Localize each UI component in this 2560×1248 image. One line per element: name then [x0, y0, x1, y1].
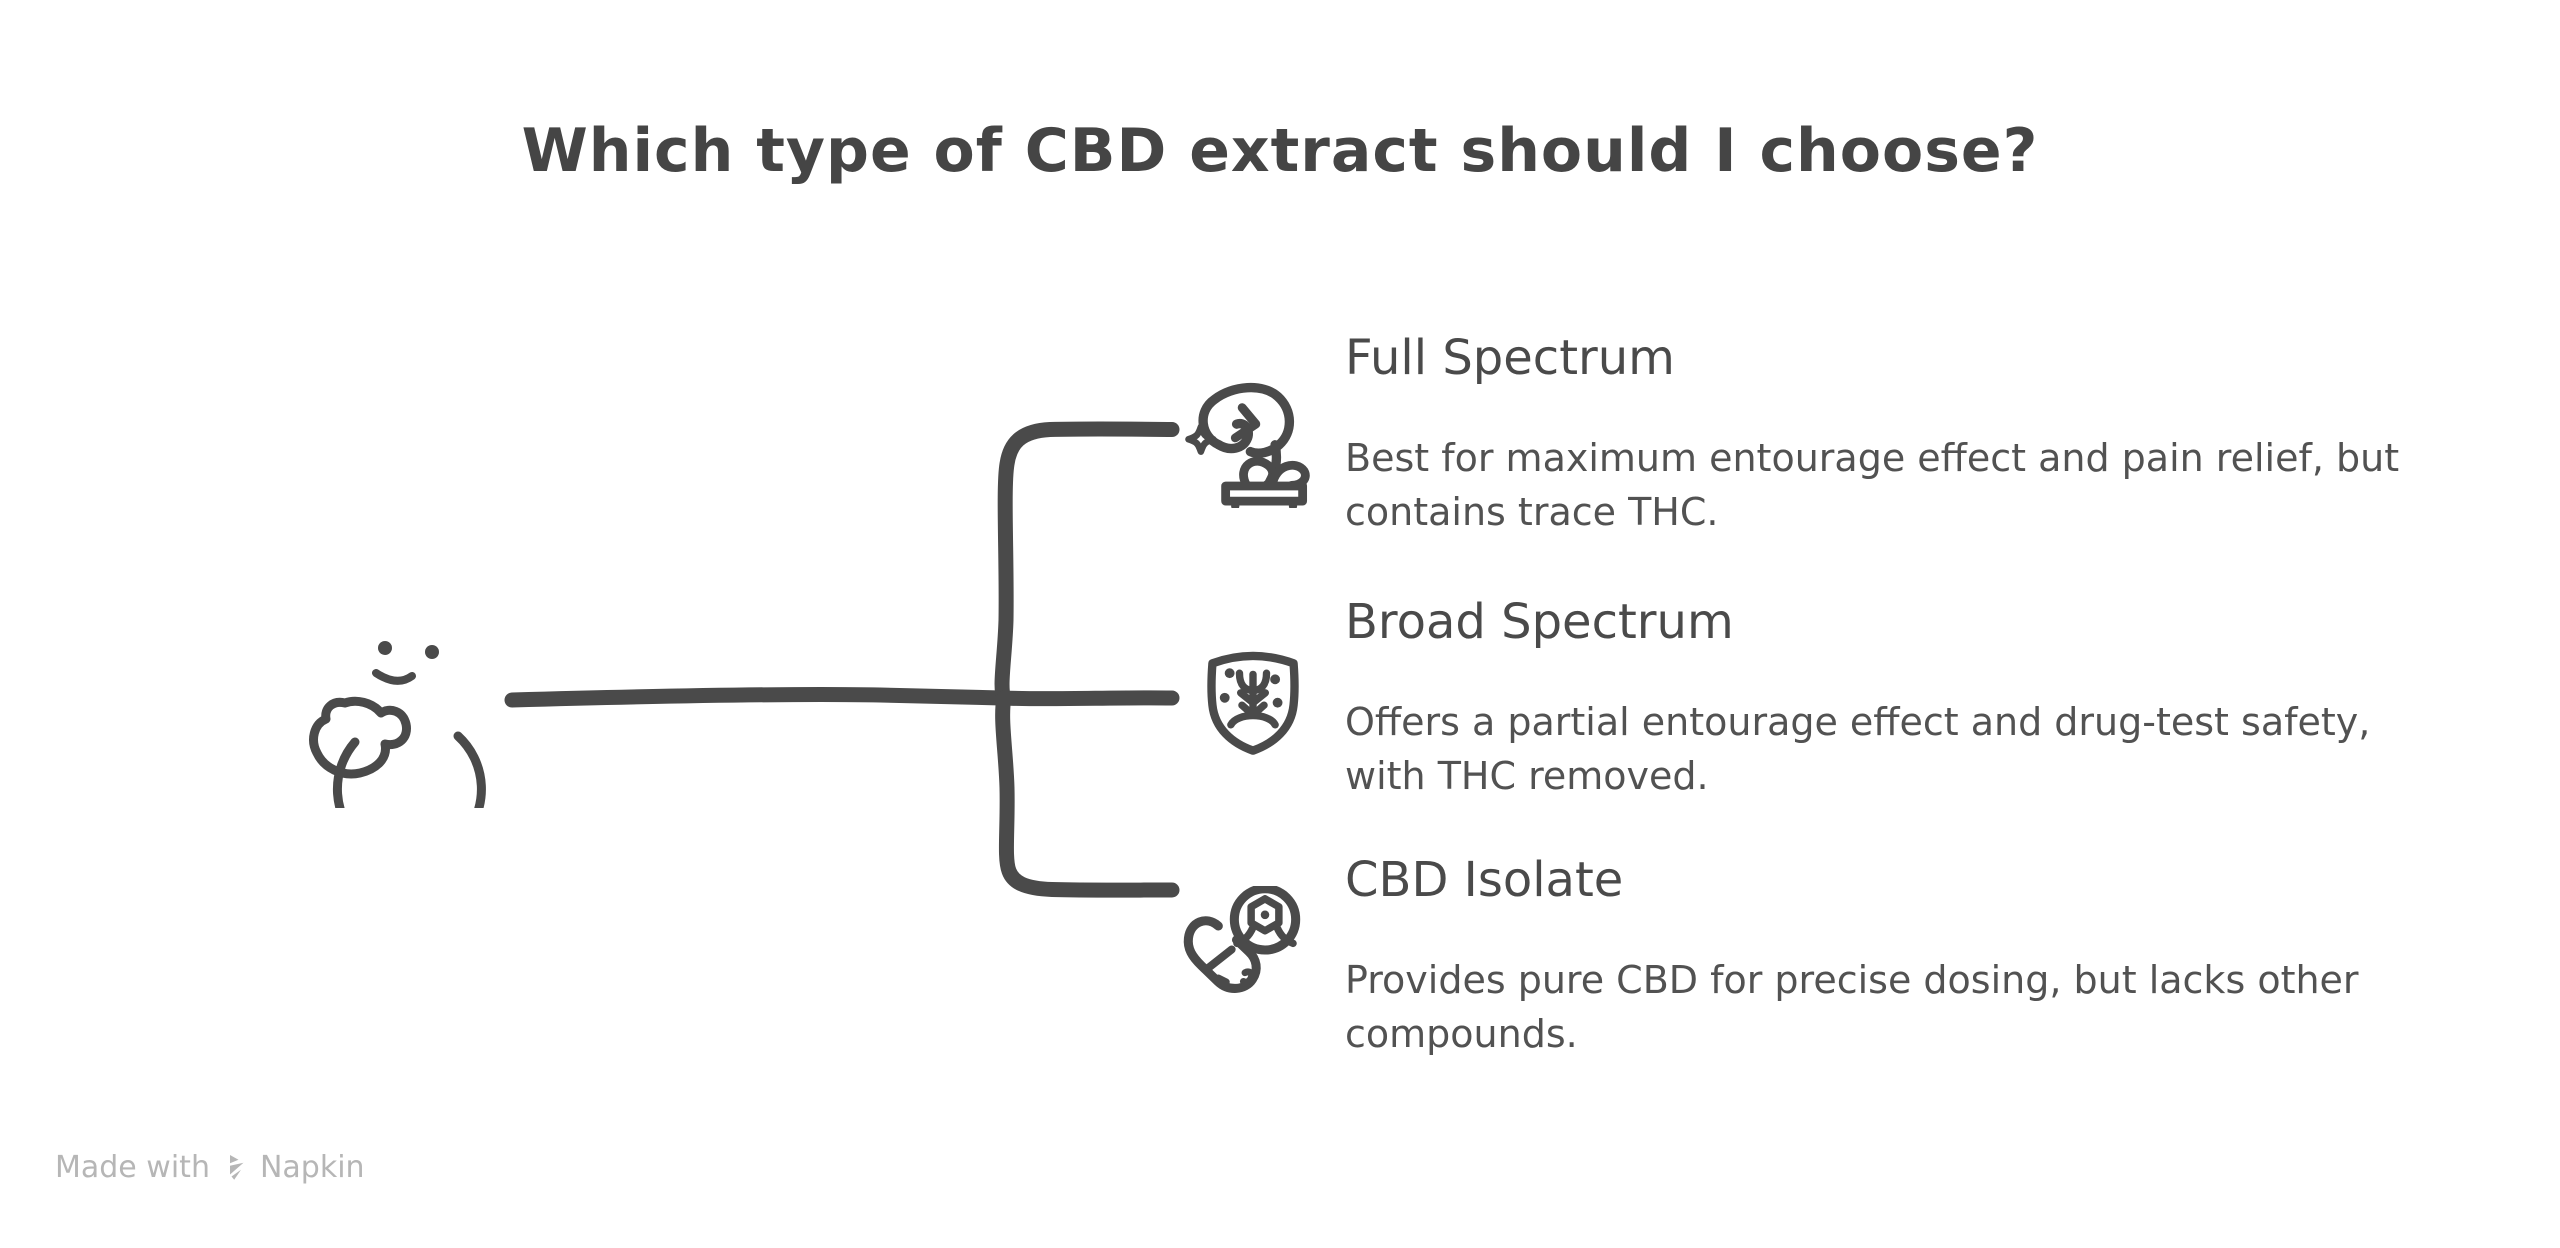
molecule-hexagon	[1247, 895, 1283, 935]
branch-title: CBD Isolate	[1345, 852, 1624, 908]
capsule-molecule-icon	[1183, 886, 1301, 993]
plant-dot	[1219, 692, 1230, 703]
molecule-circle	[1229, 886, 1301, 955]
face-outline	[332, 731, 486, 808]
plant-dot	[1224, 668, 1235, 679]
branch-line-bottom	[995, 690, 1180, 898]
shield-outline	[1207, 651, 1299, 755]
capsule-granule-dash	[1214, 974, 1230, 986]
shield-plant-icon	[1207, 651, 1299, 755]
branch-title: Full Spectrum	[1345, 330, 1675, 386]
molecule-center-dot	[1260, 910, 1270, 920]
branch-line-middle	[996, 690, 1180, 707]
branch-cbd-isolate: CBD Isolate Provides pure CBD for precis…	[1345, 852, 2560, 1062]
cbd-flower-pot-icon	[1185, 382, 1310, 508]
tray-feet	[1231, 497, 1298, 508]
made-with-label: Made with	[55, 1150, 210, 1185]
ground-arc	[1227, 711, 1279, 729]
branch-description-line: Best for maximum entourage effect and pa…	[1345, 435, 2400, 480]
watermark: Made with Napkin	[55, 1150, 365, 1185]
thinking-hand	[309, 696, 411, 779]
capsule-divider	[1205, 945, 1236, 972]
diagram-title: Which type of CBD extract should I choos…	[521, 116, 2039, 186]
branch-title: Broad Spectrum	[1345, 594, 1734, 650]
plant-dot	[1272, 697, 1283, 708]
bloom-chevron	[1230, 403, 1261, 443]
bloom-swirl	[1214, 418, 1253, 454]
branch-line-top	[994, 421, 1180, 706]
branch-description-line: Provides pure CBD for precise dosing, bu…	[1345, 957, 2359, 1002]
branch-broad-spectrum: Broad Spectrum Offers a partial entourag…	[1345, 594, 2560, 804]
left-eye	[378, 641, 392, 655]
branch-description-line: with THC removed.	[1345, 753, 1709, 798]
napkin-logo-icon	[229, 1154, 244, 1180]
leaf-left	[1239, 456, 1278, 490]
plant-top-cup	[1235, 669, 1271, 695]
capsule-granule-dot	[1231, 984, 1240, 993]
branch-description-line: contains trace THC.	[1345, 489, 1719, 534]
branch-description-line: compounds.	[1345, 1011, 1578, 1056]
plant-dot	[1270, 674, 1281, 685]
mouth	[372, 669, 416, 685]
branch-full-spectrum: Full Spectrum Best for maximum entourage…	[1345, 330, 2560, 540]
thinking-face-icon	[309, 641, 486, 808]
right-eye	[425, 645, 439, 659]
planter-tray	[1221, 481, 1308, 506]
trunk-line	[504, 686, 1009, 708]
capsule-granule-curl	[1239, 968, 1256, 986]
brand-name: Napkin	[259, 1150, 365, 1185]
plant-twigs	[1237, 689, 1269, 719]
branch-description-line: Offers a partial entourage effect and dr…	[1345, 699, 2371, 744]
